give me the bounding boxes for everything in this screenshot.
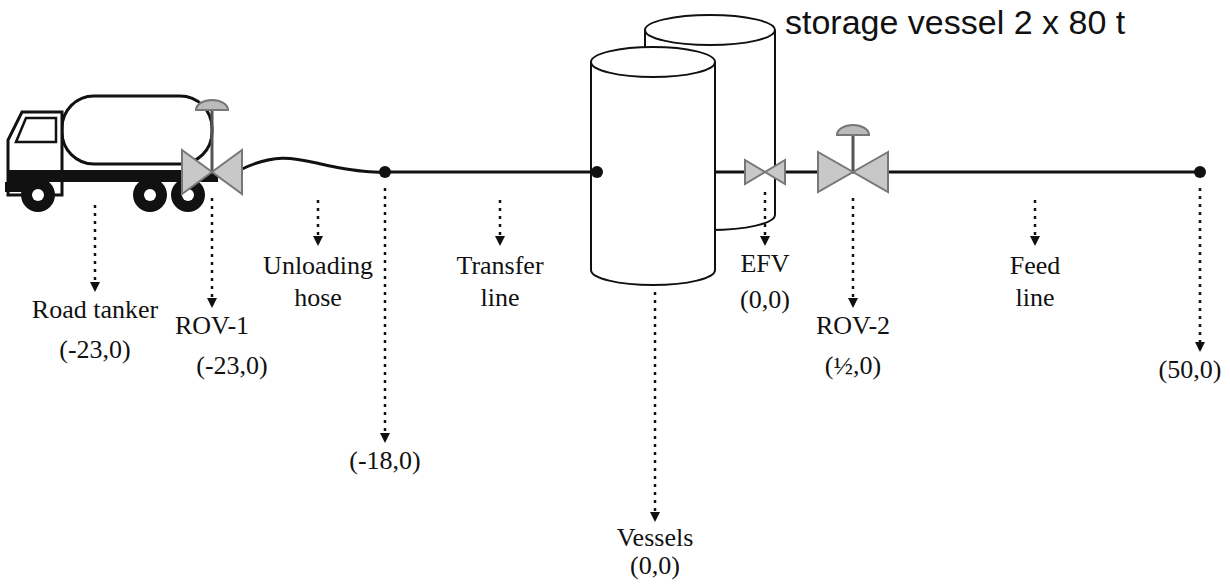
vessel-outlet (715, 171, 745, 174)
component-label: Unloading hose (263, 250, 373, 314)
junction-dot (591, 166, 603, 178)
component-label: Road tanker (32, 296, 158, 324)
component-label: (-23,0) (59, 336, 130, 364)
excess-flow-valve (745, 160, 785, 184)
junction-dot (1194, 166, 1206, 178)
transfer-line (385, 171, 597, 174)
component-label: (-23,0) (196, 352, 267, 380)
component-label: (½,0) (825, 352, 881, 380)
vessel-annotation: storage vessel 2 x 80 t (785, 2, 1125, 42)
component-label: Feed line (1010, 250, 1061, 314)
component-label: (0,0) (740, 286, 790, 314)
leader-arrows (95, 188, 1200, 520)
road-tanker (5, 96, 218, 212)
component-label: ROV-1 (175, 312, 249, 340)
component-label: (0,0) (630, 552, 680, 580)
component-label: Transfer line (456, 250, 543, 314)
component-label: ROV-2 (816, 312, 890, 340)
component-label: EFV (740, 250, 789, 278)
remote-operated-valve (818, 125, 888, 192)
component-label: Vessels (617, 524, 694, 552)
unloading-hose (240, 158, 385, 172)
junction-dot (379, 166, 391, 178)
remote-operated-valve (182, 100, 242, 194)
component-label: (-18,0) (349, 447, 420, 475)
component-label: (50,0) (1159, 356, 1222, 384)
storage-vessel (591, 47, 715, 285)
